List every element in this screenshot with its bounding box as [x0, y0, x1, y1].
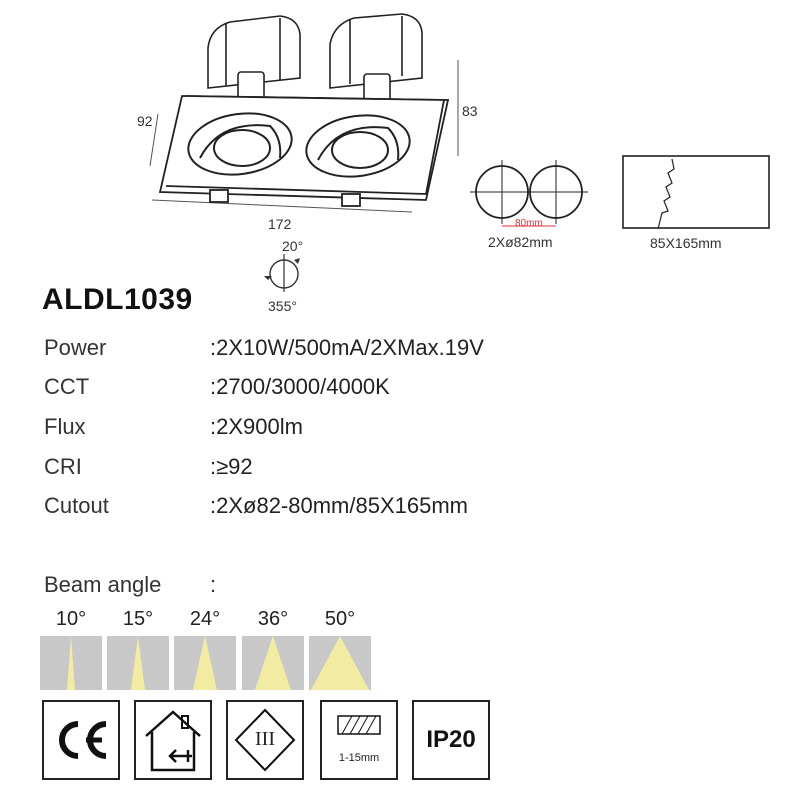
class-iii-icon: III — [226, 700, 304, 780]
beam-angle-colon: : — [210, 572, 217, 597]
beam-angle-36: 36° — [257, 608, 289, 630]
indoor-use-house-icon — [134, 700, 212, 780]
beam-angle-10: 10° — [55, 608, 87, 630]
rect-cutout-diagram — [622, 155, 770, 230]
beam-angle-title: Beam angle — [44, 572, 162, 597]
ce-mark-icon — [42, 700, 120, 780]
spec-label-cri: CRI — [44, 454, 82, 479]
round-cutout-label: 2Xø82mm — [488, 234, 553, 250]
spec-label-cct: CCT — [44, 374, 90, 399]
product-drawing — [149, 13, 459, 213]
beam-angle-50: 50° — [324, 608, 356, 630]
model-number: ALDL1039 — [42, 283, 193, 316]
beam-cone-15-icon — [107, 636, 169, 690]
dimension-height: 83 — [462, 103, 478, 119]
beam-angle-15: 15° — [122, 608, 154, 630]
class-iii-label: III — [255, 728, 275, 750]
dimension-width: 172 — [268, 216, 292, 232]
spec-value-flux: :2X900lm — [210, 414, 303, 439]
beam-cone-36-icon — [242, 636, 304, 690]
round-cutout-diagram — [470, 160, 588, 227]
ip-rating-badge: IP20 — [412, 700, 490, 780]
spec-value-power: :2X10W/500mA/2XMax.19V — [210, 335, 484, 360]
rotation-arrow-icon — [264, 254, 300, 292]
beam-cone-24-icon — [174, 636, 236, 690]
beam-cone-50-icon — [309, 636, 371, 690]
dimension-depth: 92 — [137, 113, 153, 129]
spec-value-cutout: :2Xø82-80mm/85X165mm — [210, 493, 468, 518]
cutout-spacing-label: 80mm — [515, 218, 543, 229]
spec-value-cct: :2700/3000/4000K — [210, 374, 390, 399]
rotation-angle-label: 355° — [268, 298, 297, 314]
wire-range-label: 1-15mm — [338, 752, 380, 764]
beam-cone-10-icon — [40, 636, 102, 690]
tilt-angle-label: 20° — [282, 238, 304, 254]
rect-cutout-label: 85X165mm — [650, 235, 722, 251]
beam-angle-24: 24° — [189, 608, 221, 630]
wire-range-icon: 1-15mm — [320, 700, 398, 780]
spec-label-power: Power — [44, 335, 107, 360]
spec-label-cutout: Cutout — [44, 493, 109, 518]
spec-label-flux: Flux — [44, 414, 86, 439]
spec-value-cri: :≥92 — [210, 454, 253, 479]
